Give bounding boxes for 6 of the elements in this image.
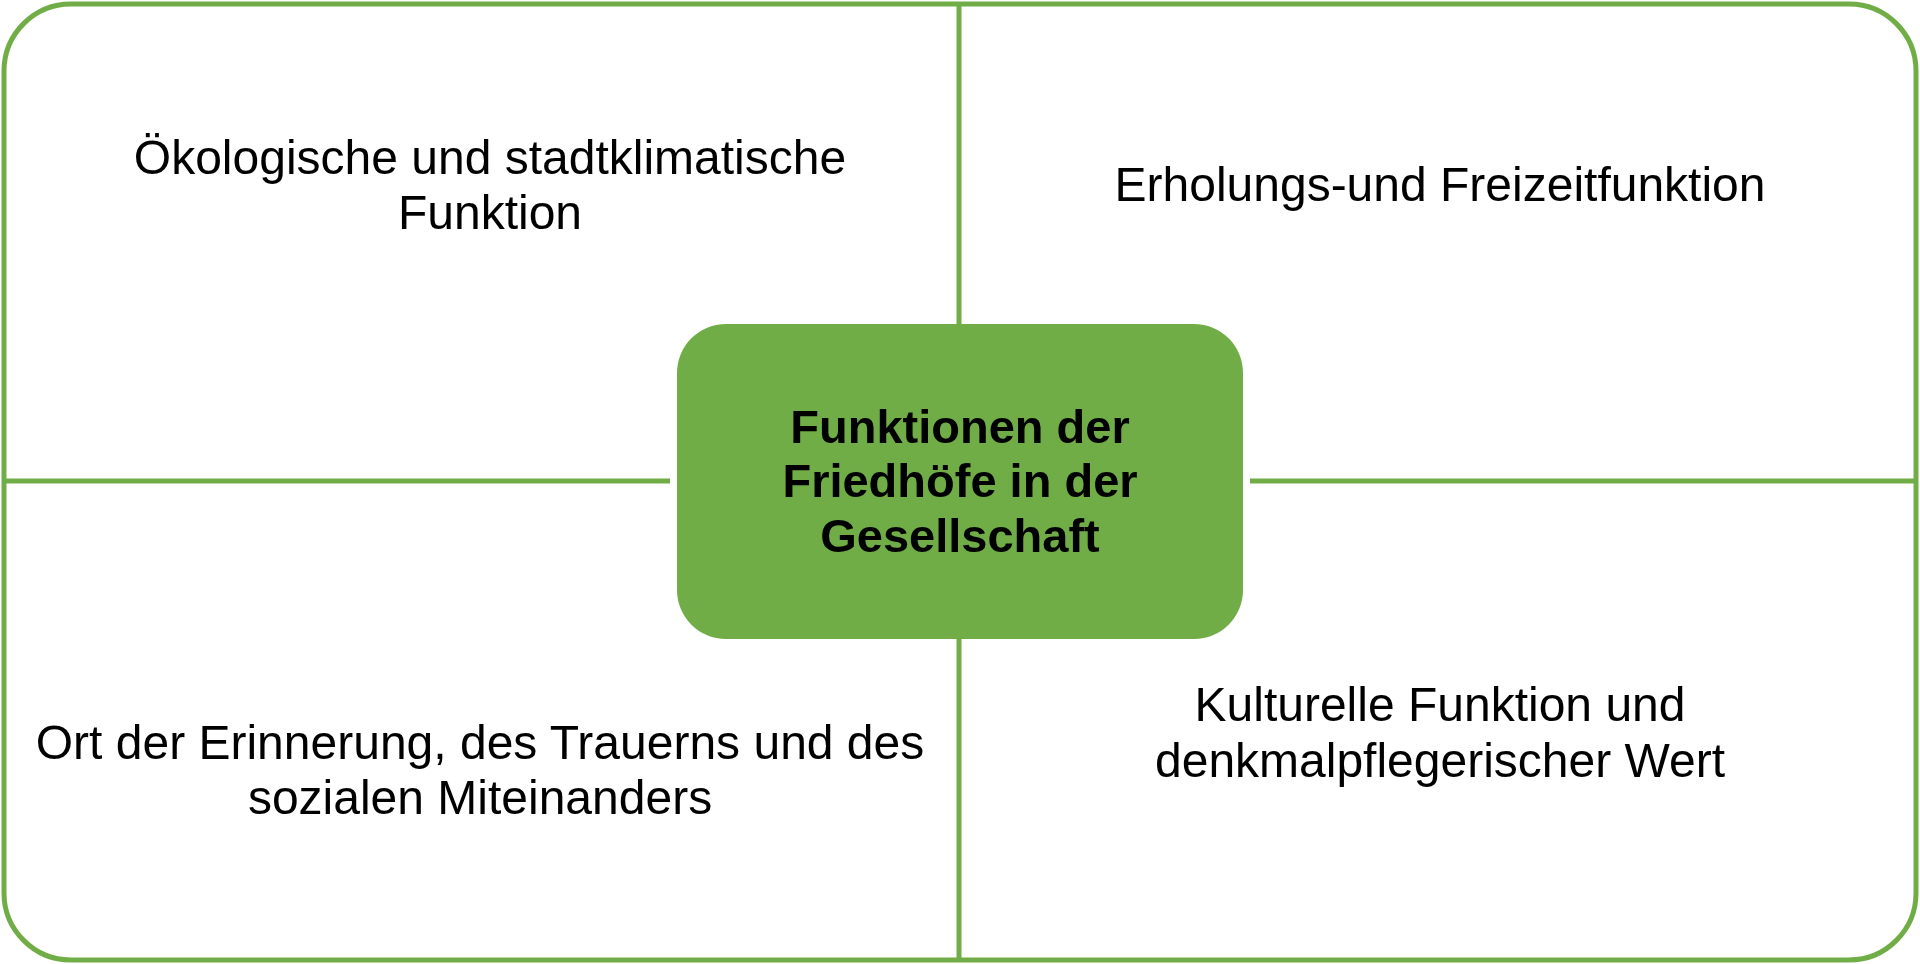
central-topic-box <box>677 324 1243 639</box>
function-label: Ökologische und stadtklimatische Funktion <box>132 129 848 241</box>
function-label: Erholungs-und Freizeitfunktion <box>1114 157 1766 213</box>
function-label: Ort der Erinnerung, des Trauerns und des sozialen Miteinanders <box>34 714 926 826</box>
topic-title: Funktionen der Friedhöfe in der Gesellschaft <box>781 400 1139 563</box>
function-label: Kulturelle Funktion und denkmalpflegerischer Wert <box>1154 677 1726 788</box>
